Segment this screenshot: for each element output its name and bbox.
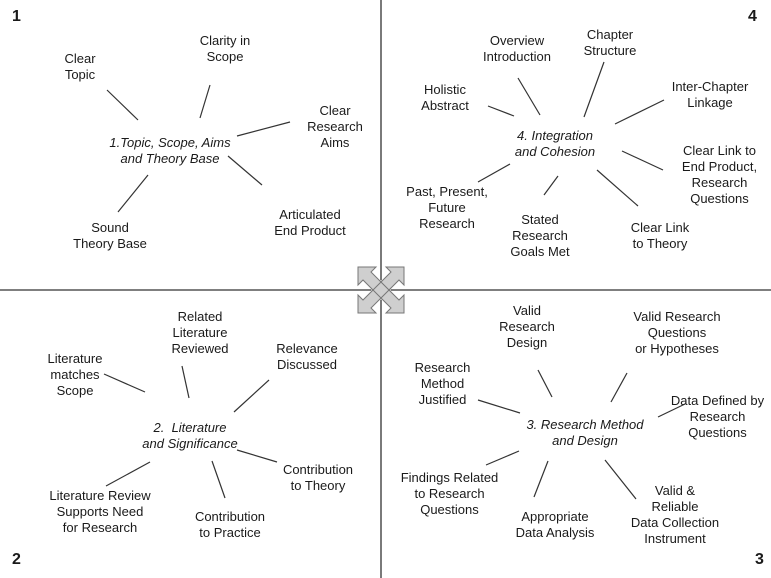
spoke-findings-related-to-questions: Findings Related to Research Questions	[400, 470, 499, 517]
spoke-data-defined-by-questions: Data Defined by Research Questions	[670, 393, 765, 440]
spoke-appropriate-data-analysis: Appropriate Data Analysis	[515, 509, 595, 540]
quadrant-3-spokes	[477, 369, 686, 500]
spoke-contribution-to-practice: Contribution to Practice	[194, 509, 266, 540]
spoke-related-literature-reviewed: Related Literature Reviewed	[171, 309, 229, 356]
spoke-clear-research-aims: Clear Research Aims	[307, 103, 363, 150]
four-way-arrows-icon	[357, 266, 405, 314]
spoke-research-method-justified: Research Method Justified	[414, 360, 471, 407]
spoke-clear-topic: Clear Topic	[64, 51, 96, 82]
spoke-clarity-in-scope: Clarity in Scope	[199, 33, 251, 64]
spoke-clear-link-theory: Clear Link to Theory	[630, 220, 690, 251]
quadrant-2-spokes	[103, 365, 278, 499]
spoke-literature-matches-scope: Literature matches Scope	[47, 351, 103, 398]
hub-topic-scope-aims: 1.Topic, Scope, Aims and Theory Base	[109, 135, 231, 166]
spoke-stated-research-goals-met: Stated Research Goals Met	[510, 212, 570, 259]
spoke-past-present-future: Past, Present, Future Research	[406, 184, 488, 231]
spoke-contribution-to-theory: Contribution to Theory	[282, 462, 354, 493]
spoke-sound-theory-base: Sound Theory Base	[73, 220, 147, 251]
quadrant-1-spokes	[106, 84, 291, 213]
spoke-inter-chapter-linkage: Inter-Chapter Linkage	[671, 79, 749, 110]
spoke-articulated-end-product: Articulated End Product	[274, 207, 346, 238]
hub-integration-cohesion: 4. Integration and Cohesion	[514, 128, 596, 159]
quadrant-4-spokes	[477, 61, 665, 207]
spoke-literature-review-supports: Literature Review Supports Need for Rese…	[49, 488, 151, 535]
spoke-overview-introduction: Overview Introduction	[483, 33, 551, 64]
spoke-clear-link-end-product: Clear Link to End Product, Research Ques…	[681, 143, 758, 206]
quadrant-number-4: 4	[748, 8, 757, 25]
spoke-chapter-structure: Chapter Structure	[583, 27, 637, 58]
spoke-holistic-abstract: Holistic Abstract	[421, 82, 469, 113]
spoke-valid-research-questions: Valid Research Questions or Hypotheses	[633, 309, 721, 356]
quadrant-number-3: 3	[755, 551, 764, 568]
spoke-valid-reliable-instrument: Valid & Reliable Data Collection Instrum…	[630, 483, 720, 546]
hub-research-method-design: 3. Research Method and Design	[526, 417, 644, 448]
quadrant-number-2: 2	[12, 551, 21, 568]
spoke-relevance-discussed: Relevance Discussed	[276, 341, 338, 372]
spoke-valid-research-design: Valid Research Design	[499, 303, 555, 350]
quadrant-number-1: 1	[12, 8, 21, 25]
hub-literature-significance: 2. Literature and Significance	[142, 420, 238, 451]
